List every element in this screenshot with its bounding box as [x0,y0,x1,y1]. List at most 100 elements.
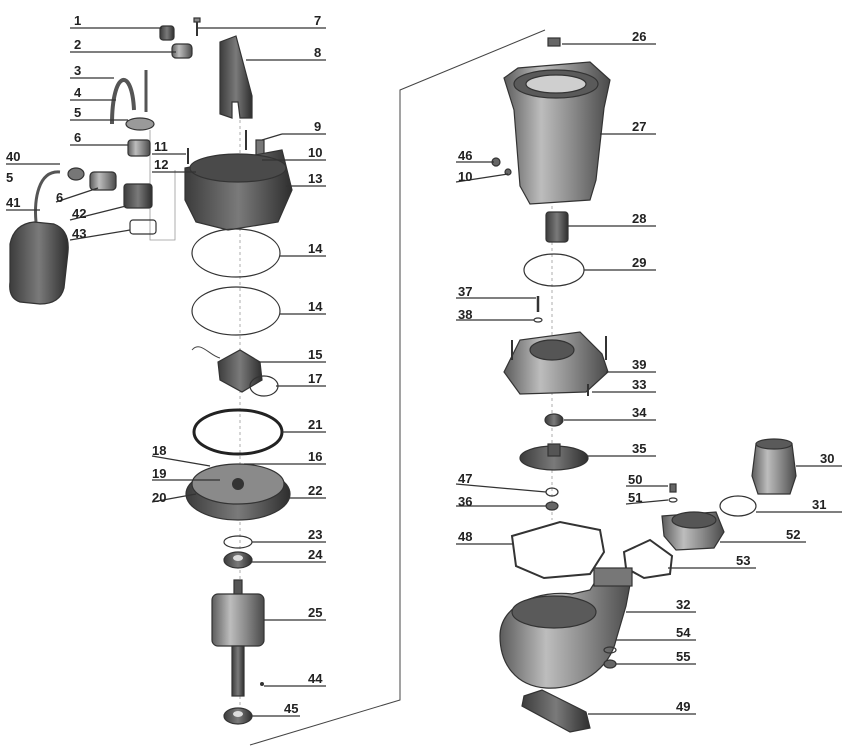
callout: 24 [252,547,326,563]
callout: 14 [280,299,326,315]
callout: 25 [264,605,326,621]
label-25: 25 [308,605,322,620]
label-2: 2 [74,37,81,52]
callout: 22 [288,483,326,499]
callouts: 1 2 3 4 5 6 7 8 9 10 11 12 13 14 14 15 1… [6,13,842,717]
label-40: 40 [6,149,20,164]
callout: 53 [668,553,756,569]
label-8: 8 [314,45,321,60]
part-o-ring-14a [191,228,281,278]
callout: 8 [246,45,326,61]
label-19: 19 [152,466,166,481]
label-10r: 10 [458,169,472,184]
part-screw-50 [669,483,677,493]
callout: 1 [70,13,162,29]
label-37: 37 [458,284,472,299]
callout: 26 [562,29,656,45]
label-48: 48 [458,529,472,544]
callout: 42 [69,205,127,221]
part-nut-36 [545,501,559,511]
callout: 15 [258,347,326,363]
callout: 16 [244,449,326,465]
part-flange [661,511,725,551]
callout: 50 [626,472,668,487]
label-54: 54 [676,625,691,640]
part-cable-gland-nut [159,25,175,41]
part-o-ring-14b [191,286,281,336]
label-14a: 14 [308,241,323,256]
label-36: 36 [458,494,472,509]
callout: 40 [6,149,60,165]
label-34: 34 [632,405,647,420]
part-bearing-45 [223,707,253,725]
callout: 10 [262,145,326,161]
label-17: 17 [308,371,322,386]
callout: 29 [584,255,656,271]
callout: 39 [606,357,656,373]
callout: 45 [252,701,300,717]
label-24: 24 [308,547,323,562]
section-divider [249,29,546,746]
label-4: 4 [74,85,82,100]
callout: 28 [568,211,656,227]
label-5: 5 [74,105,81,120]
callout: 2 [70,37,176,53]
label-15: 15 [308,347,322,362]
label-6: 6 [74,130,81,145]
callout: 21 [282,417,326,433]
part-washer-5 [125,117,155,131]
callout: 32 [626,597,696,613]
label-7: 7 [314,13,321,28]
callout: 49 [588,699,696,715]
label-43: 43 [72,226,86,241]
label-41: 41 [6,195,20,210]
callout: 19 [152,466,220,481]
label-23: 23 [308,527,322,542]
part-handle [219,35,253,119]
label-45: 45 [284,701,298,716]
part-gasket-43 [129,219,157,235]
callout: 33 [592,377,656,393]
part-pins-9-10 [245,130,265,157]
label-42: 42 [72,206,86,221]
callout: 44 [264,671,326,687]
label-29: 29 [632,255,646,270]
part-gasket-48 [510,520,606,580]
part-washer-51 [668,497,678,503]
label-13: 13 [308,171,322,186]
part-washer-54 [603,646,617,654]
callout: 17 [276,371,326,387]
callout: 37 [456,284,536,299]
callout: 23 [252,527,326,543]
callout: 43 [69,226,131,241]
label-22: 22 [308,483,322,498]
part-clip-26 [547,37,561,47]
part-rotor [211,579,265,697]
part-clip-17 [249,375,279,397]
part-capacitor [191,346,263,393]
callout: 34 [564,405,656,421]
part-bearing-24 [223,551,253,569]
callout: 27 [600,119,656,135]
label-32: 32 [676,597,690,612]
label-27: 27 [632,119,646,134]
label-28: 28 [632,211,646,226]
callout: 41 [6,195,40,211]
part-impeller [519,443,589,471]
label-44: 44 [308,671,323,686]
label-3: 3 [74,63,81,78]
part-screw-10r [504,168,512,176]
label-20: 20 [152,490,166,505]
callout: 35 [588,441,656,457]
label-9: 9 [314,119,321,134]
callout: 5 [6,170,13,185]
part-motor-housing-cover [185,463,291,521]
label-49: 49 [676,699,690,714]
callout: 18 [151,443,211,467]
callout: 5 [70,105,128,121]
callout: 36 [456,494,546,509]
label-6b: 6 [56,190,63,205]
callout: 55 [616,649,696,665]
part-o-ring-31 [719,495,757,517]
part-screw-top [193,17,201,36]
